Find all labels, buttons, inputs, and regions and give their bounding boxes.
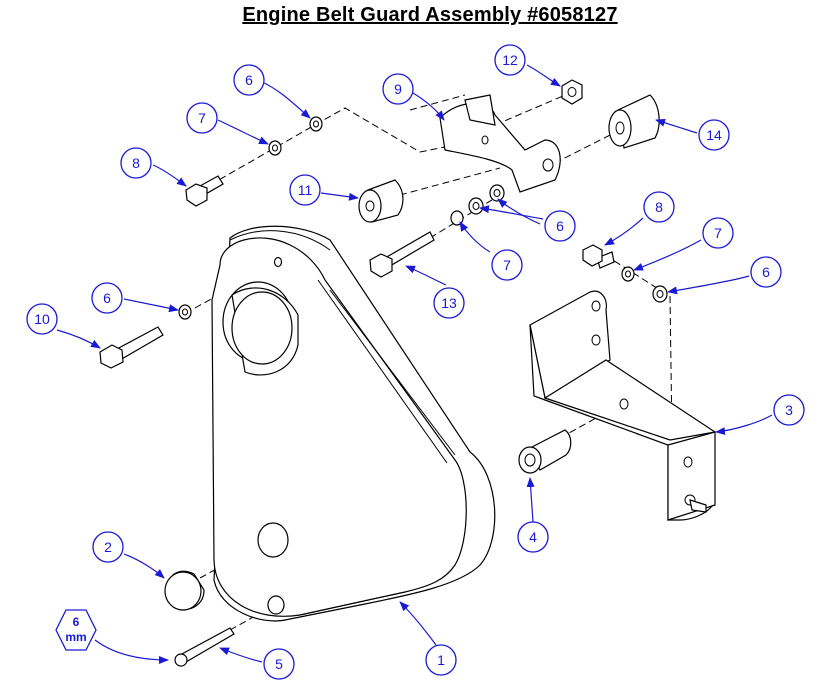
belt-guard — [211, 225, 496, 622]
callout-circle — [544, 210, 576, 242]
callout-circle — [773, 394, 805, 426]
callout-leaders — [56, 64, 773, 664]
callout-circle — [491, 249, 523, 281]
callout-circle — [186, 102, 218, 134]
callout-number: 6 — [103, 290, 111, 306]
callout-number: 14 — [706, 127, 722, 143]
callout-4: 4 — [517, 521, 549, 553]
callouts: 6 7 8 9 12 14 11 6 7 8 7 6 13 10 6 3 4 2 5 1 — [26, 44, 805, 680]
diagram-title: Engine Belt Guard Assembly #6058127 — [242, 4, 618, 26]
callout-number: 7 — [198, 110, 206, 126]
callout-circle — [494, 44, 526, 76]
callout-6: 6 — [233, 64, 265, 96]
callout-9: 9 — [382, 73, 414, 105]
hex-bolt-short — [185, 175, 615, 269]
callout-circle — [698, 119, 730, 151]
callout-number: 1 — [437, 652, 445, 668]
callout-circle — [120, 147, 152, 179]
callout-3: 3 — [773, 394, 805, 426]
callout-number: 5 — [275, 656, 283, 672]
callout-13: 13 — [433, 287, 465, 319]
callout-number: 6 — [762, 264, 770, 280]
callout-2: 2 — [92, 531, 124, 563]
callout-circle — [517, 521, 549, 553]
hex-bolt-long — [99, 326, 164, 369]
callout-number: 7 — [714, 225, 722, 241]
callout-5: 5 — [263, 648, 295, 680]
shoulder-bolt — [518, 429, 572, 474]
callout-number: 2 — [104, 539, 112, 555]
callout-circle — [91, 282, 123, 314]
callout-number: 6 — [556, 218, 564, 234]
callout-number: 12 — [502, 52, 518, 68]
spacer-small — [358, 179, 404, 223]
mounting-bracket — [529, 290, 717, 521]
callout-7: 7 — [702, 217, 734, 249]
assembly-centerlines — [194, 92, 673, 631]
callout-number: 8 — [655, 199, 663, 215]
callout-number: 13 — [441, 295, 457, 311]
callout-8: 8 — [643, 191, 675, 223]
plug-cap — [164, 570, 205, 611]
callout-number: 11 — [298, 182, 313, 198]
hex-size-value: 6 — [73, 615, 80, 629]
callout-circle — [433, 287, 465, 319]
socket-screw — [174, 627, 235, 667]
callout-11: 11 — [289, 174, 321, 206]
callout-circle — [263, 648, 295, 680]
callout-1: 1 — [425, 644, 457, 676]
callout-circle — [289, 174, 321, 206]
callout-circle — [382, 73, 414, 105]
callout-6: 6 — [750, 256, 782, 288]
callout-6: 6 — [91, 282, 123, 314]
hex-nut — [561, 79, 583, 105]
callout-14: 14 — [698, 119, 730, 151]
callout-circle — [26, 303, 58, 335]
top-bracket — [439, 94, 561, 193]
callout-number: 6 — [245, 72, 253, 88]
hex-size-unit: mm — [65, 630, 86, 644]
spacer-large — [608, 94, 660, 149]
callout-number: 7 — [503, 257, 511, 273]
callout-number: 9 — [394, 81, 402, 97]
callout-circle — [92, 531, 124, 563]
callout-6: 6 — [544, 210, 576, 242]
callout-number: 3 — [785, 402, 793, 418]
callout-8: 8 — [120, 147, 152, 179]
callout-circle — [750, 256, 782, 288]
callout-circle — [702, 217, 734, 249]
callout-circle — [643, 191, 675, 223]
callout-12: 12 — [494, 44, 526, 76]
callout-7: 7 — [491, 249, 523, 281]
callout-number: 10 — [34, 311, 50, 327]
callout-number: 8 — [132, 155, 140, 171]
hex-size-symbol: 6 mm — [55, 609, 97, 651]
callout-circle — [233, 64, 265, 96]
callout-number: 4 — [529, 529, 537, 545]
hex-bolt-medium — [369, 231, 435, 278]
callout-circle — [425, 644, 457, 676]
callout-7: 7 — [186, 102, 218, 134]
callout-10: 10 — [26, 303, 58, 335]
